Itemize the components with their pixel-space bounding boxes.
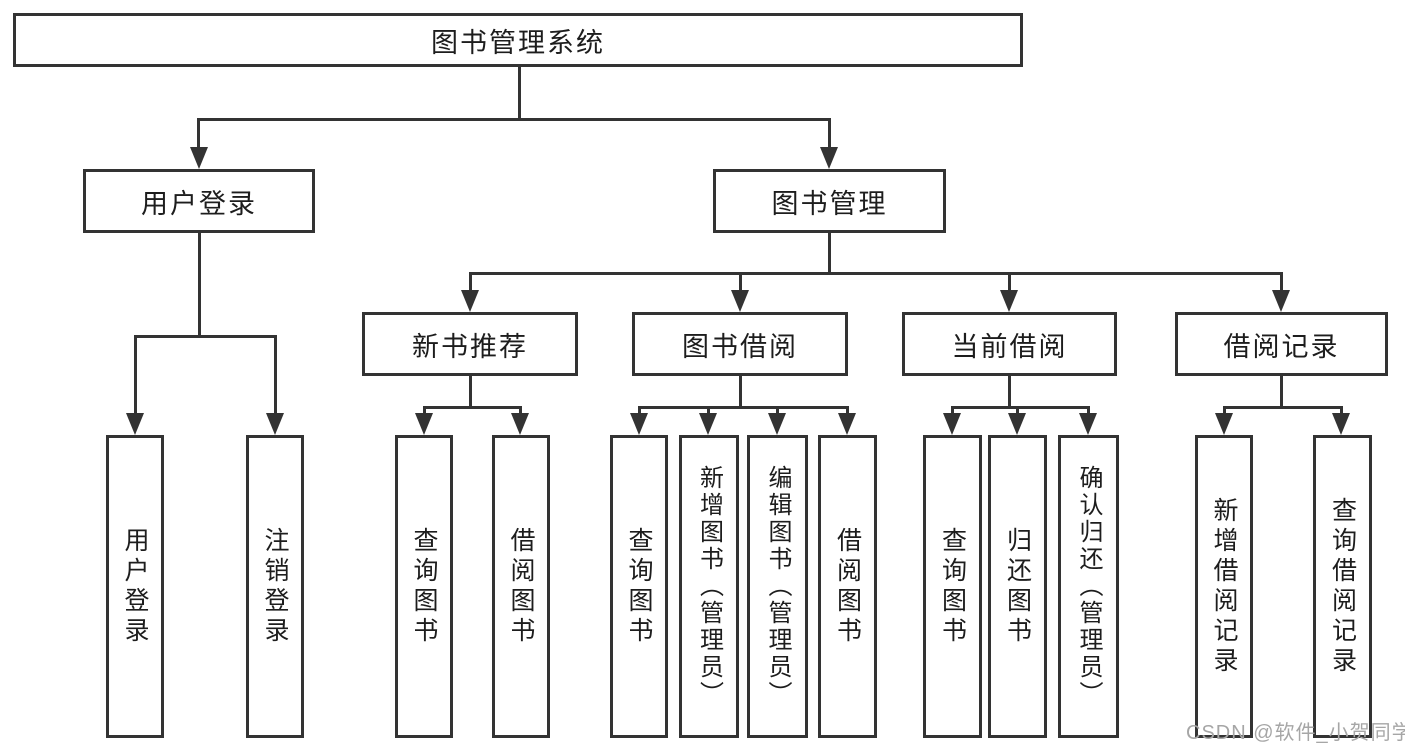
connector	[1008, 272, 1011, 295]
node-root: 图书管理系统	[13, 13, 1023, 67]
node-new-book-recommend: 新书推荐	[362, 312, 578, 376]
node-user-login: 用户登录	[83, 169, 315, 233]
connector	[197, 118, 200, 152]
node-book-management: 图书管理	[713, 169, 946, 233]
connector	[1087, 406, 1090, 418]
leaf-query-books-current-label: 查询图书	[938, 526, 967, 647]
leaf-confirm-return-admin: 确认归还（管理员）	[1058, 435, 1119, 738]
leaf-add-borrow-record: 新增借阅记录	[1195, 435, 1253, 738]
leaf-confirm-return-admin-label: 确认归还（管理员）	[1075, 465, 1102, 708]
arrowhead	[1332, 413, 1350, 435]
leaf-borrow-books-recommend-label: 借阅图书	[507, 526, 535, 647]
leaf-query-books-borrow: 查询图书	[610, 435, 668, 738]
connector	[951, 406, 1090, 409]
leaf-edit-book-admin: 编辑图书（管理员）	[747, 435, 808, 738]
connector	[828, 233, 831, 275]
connector	[469, 376, 472, 409]
arrowhead	[1000, 290, 1018, 312]
arrowhead	[126, 413, 144, 435]
leaf-query-books-borrow-label: 查询图书	[625, 526, 653, 647]
connector	[828, 118, 831, 152]
arrowhead	[820, 147, 838, 169]
arrowhead	[1008, 413, 1026, 435]
arrowhead	[699, 413, 717, 435]
leaf-return-book: 归还图书	[988, 435, 1047, 738]
watermark: CSDN @软件_小贺同学	[1186, 716, 1405, 745]
leaf-borrow-books-recommend: 借阅图书	[492, 435, 550, 738]
leaf-borrow-books-label: 借阅图书	[833, 526, 862, 647]
connector	[1223, 406, 1343, 409]
connector	[469, 272, 1283, 275]
node-new-book-recommend-label: 新书推荐	[412, 331, 528, 362]
connector	[846, 406, 849, 418]
connector	[518, 67, 521, 118]
connector	[134, 335, 137, 418]
arrowhead	[731, 290, 749, 312]
connector	[198, 233, 201, 337]
connector	[1340, 406, 1343, 418]
leaf-return-book-label: 归还图书	[1003, 526, 1032, 647]
connector	[423, 406, 426, 418]
node-borrow-records-label: 借阅记录	[1223, 331, 1340, 362]
node-user-login-label: 用户登录	[141, 188, 257, 219]
connector	[638, 406, 849, 409]
connector	[1223, 406, 1226, 418]
leaf-query-borrow-record-label: 查询借阅记录	[1328, 496, 1357, 677]
connector	[1280, 272, 1283, 295]
node-borrow-records: 借阅记录	[1175, 312, 1388, 376]
node-current-borrow-label: 当前借阅	[951, 331, 1068, 362]
connector	[274, 335, 277, 418]
leaf-query-books-recommend-label: 查询图书	[410, 526, 438, 647]
arrowhead	[415, 413, 433, 435]
leaf-borrow-books: 借阅图书	[818, 435, 877, 738]
arrowhead	[1272, 290, 1290, 312]
connector	[739, 376, 742, 409]
arrowhead	[511, 413, 529, 435]
watermark-text: CSDN @软件_小贺同学	[1186, 722, 1405, 744]
connector	[739, 272, 742, 295]
connector	[423, 406, 522, 409]
arrowhead	[1079, 413, 1097, 435]
node-root-label: 图书管理系统	[431, 27, 605, 58]
leaf-query-books-recommend: 查询图书	[395, 435, 453, 738]
connector	[951, 406, 954, 418]
connector	[134, 335, 277, 338]
leaf-add-borrow-record-label: 新增借阅记录	[1210, 496, 1238, 677]
connector	[1008, 376, 1011, 409]
arrowhead	[190, 147, 208, 169]
connector	[707, 406, 710, 418]
connector	[1280, 376, 1283, 409]
leaf-query-borrow-record: 查询借阅记录	[1313, 435, 1372, 738]
leaf-add-book-admin-label: 新增图书（管理员）	[695, 465, 723, 708]
leaf-query-books-current: 查询图书	[923, 435, 982, 738]
arrowhead	[630, 413, 648, 435]
leaf-add-book-admin: 新增图书（管理员）	[679, 435, 739, 738]
arrowhead	[461, 290, 479, 312]
connector	[776, 406, 779, 418]
node-book-borrow: 图书借阅	[632, 312, 848, 376]
leaf-logout-label: 注销登录	[261, 526, 289, 647]
arrowhead	[1215, 413, 1233, 435]
connector	[638, 406, 641, 418]
node-current-borrow: 当前借阅	[902, 312, 1117, 376]
leaf-logout: 注销登录	[246, 435, 304, 738]
node-book-management-label: 图书管理	[771, 188, 888, 219]
arrowhead	[266, 413, 284, 435]
arrowhead	[768, 413, 786, 435]
arrowhead	[943, 413, 961, 435]
leaf-user-login: 用户登录	[106, 435, 164, 738]
leaf-edit-book-admin-label: 编辑图书（管理员）	[764, 465, 791, 708]
arrowhead	[838, 413, 856, 435]
connector	[519, 406, 522, 418]
leaf-user-login-label: 用户登录	[121, 526, 149, 647]
node-book-borrow-label: 图书借阅	[682, 331, 798, 362]
connector	[197, 118, 831, 121]
connector	[469, 272, 472, 295]
connector	[1016, 406, 1019, 418]
